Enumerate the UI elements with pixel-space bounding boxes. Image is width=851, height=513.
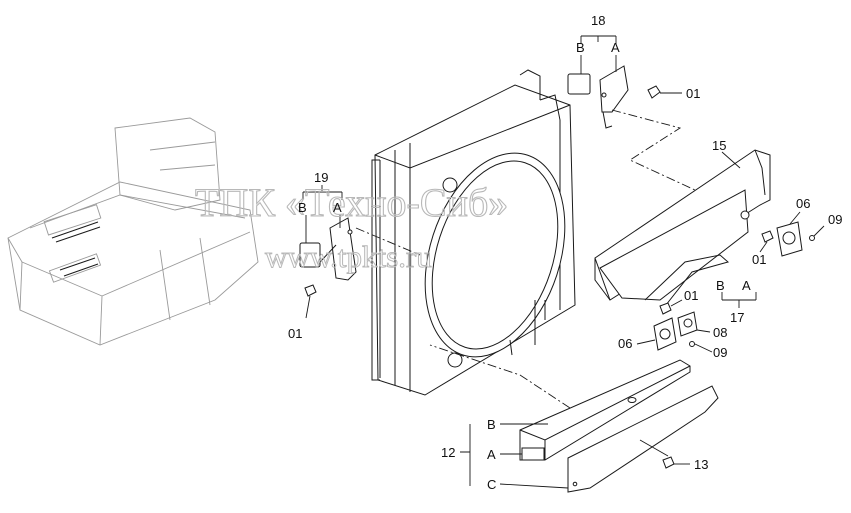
part-12-c-plate <box>567 385 719 493</box>
callout-12-b: B <box>487 417 496 432</box>
part-12-a-block <box>521 447 545 461</box>
callout-01-mid: 01 <box>684 288 698 303</box>
right-flange-06 <box>776 211 825 257</box>
callout-01-left: 01 <box>288 326 302 341</box>
callout-18-a: A <box>611 40 620 55</box>
radiator-cap-upper <box>442 177 458 193</box>
part-18-b-pad <box>567 73 591 95</box>
bolt-13 <box>639 439 690 469</box>
callout-06-mid: 06 <box>618 336 632 351</box>
radiator-cap-lower <box>447 352 463 368</box>
fan-shroud-ring <box>424 152 566 358</box>
part-15-cover <box>594 149 771 311</box>
callout-19: 19 <box>314 170 328 185</box>
callout-19-b: B <box>298 200 307 215</box>
part-12-cover <box>429 344 719 493</box>
callout-12-c: C <box>487 477 496 492</box>
bolt-01-left <box>304 284 317 319</box>
part-12-leaders <box>460 423 569 489</box>
part-17-lead <box>721 292 757 308</box>
radiator-assembly <box>371 69 576 396</box>
callout-08: 08 <box>713 325 727 340</box>
part-18-a-plate <box>599 65 629 113</box>
callout-12-a: A <box>487 447 496 462</box>
callout-17: 17 <box>730 310 744 325</box>
excavator-silhouette <box>7 117 259 346</box>
part-12-b-panel <box>519 359 691 461</box>
callout-13: 13 <box>694 457 708 472</box>
callout-01-top: 01 <box>686 86 700 101</box>
pin-09-right <box>809 235 815 241</box>
callout-01-right: 01 <box>752 252 766 267</box>
bolt-01-mid <box>659 302 672 315</box>
watermark-company: ТПК «Техно-Сиб» <box>195 180 508 225</box>
callout-18: 18 <box>591 13 605 28</box>
callout-15: 15 <box>712 138 726 153</box>
bolt-01-top <box>611 85 696 191</box>
part-19-b-pad <box>299 242 321 268</box>
callout-06-right: 06 <box>796 196 810 211</box>
part-17-panel <box>599 189 749 301</box>
callout-17-a: A <box>742 278 751 293</box>
highlighted-cover-marks <box>51 221 101 277</box>
part-19-bracket <box>299 185 421 281</box>
part-18-bracket <box>567 35 629 129</box>
callout-17-b: B <box>716 278 725 293</box>
part-08-plate <box>677 311 698 337</box>
callout-19-a: A <box>333 200 342 215</box>
callout-12: 12 <box>441 445 455 460</box>
callout-09-right: 09 <box>828 212 842 227</box>
callout-18-b: B <box>576 40 585 55</box>
callout-09-mid: 09 <box>713 345 727 360</box>
bolt-01-right <box>759 230 774 253</box>
watermark-url: www.tpkts.ru <box>265 239 432 274</box>
pin-09-mid <box>689 341 695 347</box>
mid-flange-06 <box>636 299 713 353</box>
